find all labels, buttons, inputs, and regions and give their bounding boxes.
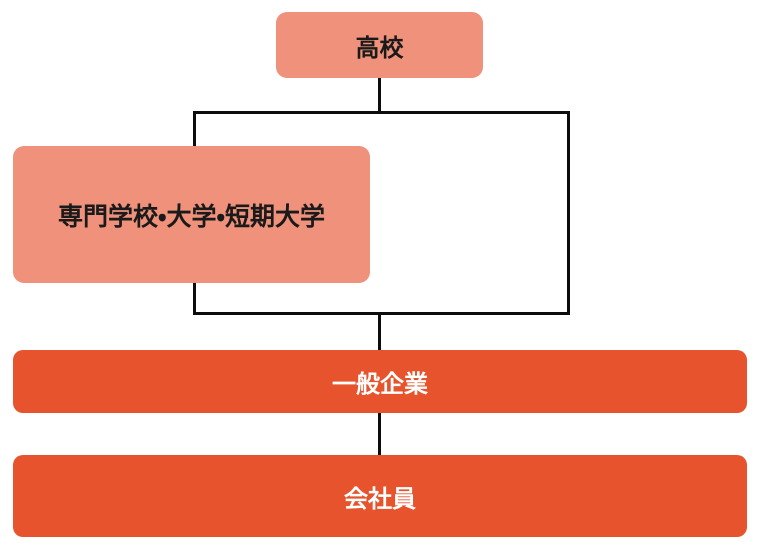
connector-highschool-to-branch xyxy=(378,78,381,112)
node-company: 一般企業 xyxy=(13,350,747,413)
node-highschool-label: 高校 xyxy=(355,33,404,62)
connector-company-to-employee xyxy=(378,412,381,456)
node-company-label: 一般企業 xyxy=(332,370,428,398)
node-highschool: 高校 xyxy=(276,12,483,78)
connector-branch-to-company xyxy=(378,313,381,351)
node-college-label: 専門学校・大学・短期大学 xyxy=(57,201,325,231)
node-college: 専門学校・大学・短期大学 xyxy=(13,146,370,283)
node-employee: 会社員 xyxy=(13,455,747,537)
node-employee-label: 会社員 xyxy=(344,484,416,513)
